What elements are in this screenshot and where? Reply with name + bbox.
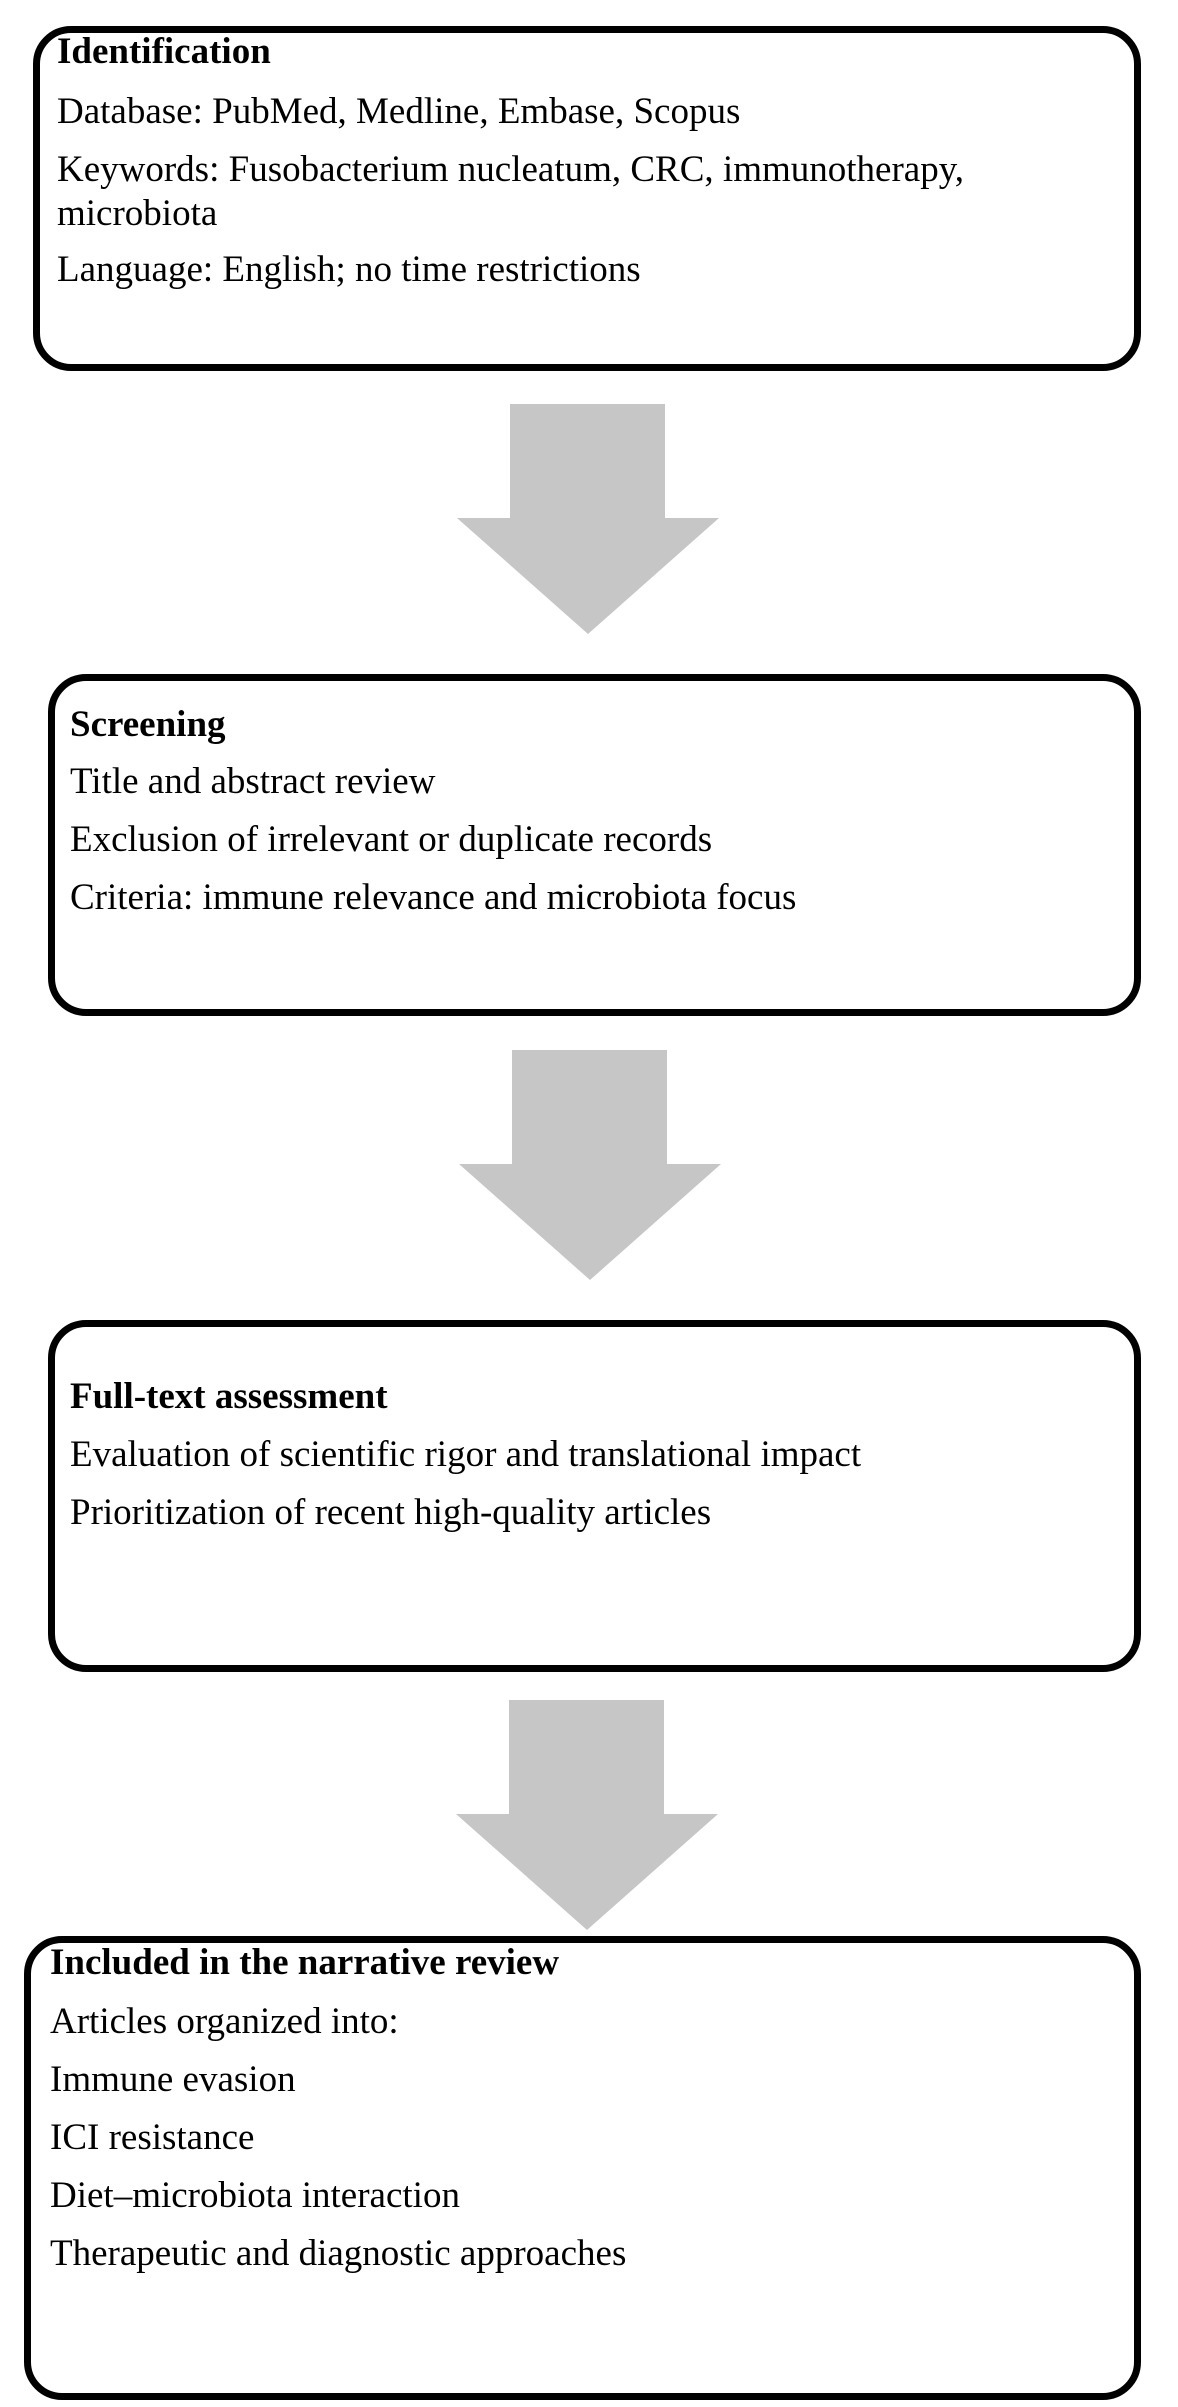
stage-line: Diet–microbiota interaction — [50, 2175, 460, 2216]
stage-title-included: Included in the narrative review — [50, 1942, 560, 1983]
down-arrow-icon — [459, 1050, 721, 1280]
stage-box-screening — [48, 674, 1141, 1016]
stage-line: ICI resistance — [50, 2117, 255, 2158]
down-arrow-icon — [456, 1700, 718, 1930]
stage-line: Evaluation of scientific rigor and trans… — [70, 1434, 862, 1475]
stage-line: Title and abstract review — [70, 761, 436, 802]
down-arrow-shape — [459, 1050, 721, 1280]
stage-title-screening: Screening — [70, 704, 226, 745]
stage-box-identification — [33, 26, 1141, 371]
stage-line: Database: PubMed, Medline, Embase, Scopu… — [57, 91, 741, 132]
stage-title-full-text-assessment: Full-text assessment — [70, 1376, 388, 1417]
stage-box-full-text-assessment — [48, 1320, 1141, 1672]
stage-line: Immune evasion — [50, 2059, 296, 2100]
down-arrow-shape — [457, 404, 719, 634]
stage-line: Articles organized into: — [50, 2001, 399, 2042]
stage-line: Keywords: Fusobacterium nucleatum, CRC, … — [57, 149, 965, 190]
stage-line: Language: English; no time restrictions — [57, 249, 641, 290]
stage-line: Exclusion of irrelevant or duplicate rec… — [70, 819, 713, 860]
stage-line: Criteria: immune relevance and microbiot… — [70, 877, 797, 918]
down-arrow-icon — [457, 404, 719, 634]
stage-line: Therapeutic and diagnostic approaches — [50, 2233, 627, 2274]
stage-line: Prioritization of recent high-quality ar… — [70, 1492, 712, 1533]
stage-line: microbiota — [57, 193, 218, 234]
down-arrow-shape — [456, 1700, 718, 1930]
stage-title-identification: Identification — [57, 31, 271, 72]
stage-box-included — [24, 1936, 1141, 2400]
